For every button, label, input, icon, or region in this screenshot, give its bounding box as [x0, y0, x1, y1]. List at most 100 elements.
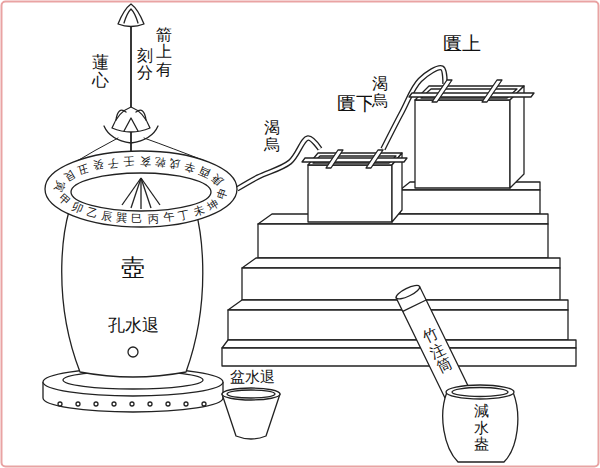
stand-hole [184, 402, 188, 406]
pointer-line [141, 178, 160, 205]
ring-char: 丑 [76, 162, 90, 176]
basin: 退水盆 [216, 366, 288, 444]
lotus-petal [116, 110, 126, 120]
tube-label: 渴烏 [372, 75, 388, 110]
outline-group [409, 80, 534, 188]
step-front [228, 310, 568, 340]
ring-char: 坤 [205, 197, 220, 212]
ring-char: 巽 [116, 212, 128, 224]
ring-char: 丙 [147, 213, 159, 225]
ring-char: 甲 [56, 193, 72, 209]
step-top [242, 258, 560, 268]
step-front [258, 224, 548, 258]
tank-name: 上匱 [443, 34, 481, 55]
ring-char: 壬 [123, 156, 135, 168]
part-label: 箭上有 [156, 26, 172, 79]
outline-group [222, 388, 280, 439]
ring-char: 寅 [52, 179, 66, 193]
cross-bar [326, 150, 343, 168]
part-label: 蓮心 [92, 54, 109, 91]
ring-outer [45, 151, 237, 227]
lotus-flower [112, 107, 150, 132]
ring-char: 巳 [132, 213, 143, 224]
node-outline [408, 84, 530, 190]
step-front [222, 348, 576, 366]
ring-char: 卯 [70, 201, 84, 215]
outline-group [443, 385, 518, 462]
part-name: 減水盎 [474, 403, 489, 453]
ring-char: 亥 [139, 155, 150, 166]
ring-char: 辰 [100, 210, 113, 223]
stand-hole [166, 402, 170, 406]
ring-char: 丁 [177, 208, 190, 221]
outline-group [45, 151, 237, 227]
pointer-line [141, 178, 151, 208]
tube-joint [403, 300, 426, 311]
tank-side [510, 86, 524, 188]
ring-char: 乙 [85, 207, 98, 220]
tank-name: 下匱 [337, 94, 375, 115]
upper-tank: 上匱 [408, 84, 530, 190]
drain-hole [128, 347, 138, 357]
ring-char: 癸 [92, 159, 105, 172]
part-name: 退水孔 [108, 317, 159, 336]
jar-rim [446, 385, 514, 399]
jar-opening [452, 388, 508, 397]
ring-char: 庚 [211, 172, 227, 188]
lotus-petal [124, 118, 138, 131]
ring-char: 子 [107, 157, 119, 169]
ring-char: 戌 [169, 157, 182, 170]
basin-rim [222, 388, 280, 400]
pointer-line [122, 178, 141, 205]
stand-hole [94, 402, 98, 406]
jar-body [443, 392, 518, 462]
stand-hole [112, 402, 116, 406]
ring-inner [71, 173, 211, 211]
cross-bar [409, 93, 534, 97]
stand-hole [130, 402, 134, 406]
jar: 減水盎 [440, 384, 522, 464]
outline-group [302, 150, 407, 222]
stand-hole [76, 402, 80, 406]
tank-side [392, 153, 402, 222]
stand-hole [148, 402, 152, 406]
part-name: 退水盆 [230, 369, 275, 386]
pedestal-front [400, 190, 540, 214]
rod [130, 24, 132, 152]
basin-body [222, 394, 280, 439]
ring-char: 申 [216, 187, 230, 201]
vessel-name: 壺 [121, 255, 145, 281]
ring-char: 乾 [154, 156, 166, 168]
basin-opening [227, 390, 275, 398]
tube-label: 渴烏 [264, 119, 280, 154]
cross-bar [302, 158, 407, 162]
ring-text: 寅甲卯乙辰巽巳丙午丁未坤申庚酉辛戌乾亥壬子癸丑艮 [45, 151, 237, 227]
ring-char: 酉 [198, 164, 212, 178]
tank-front [415, 100, 510, 188]
tank-front [308, 165, 392, 222]
ring-char: 艮 [62, 168, 77, 183]
stand-hole [202, 402, 206, 406]
arrow-rod [72, 4, 205, 164]
cross-bar [482, 80, 502, 102]
lower-tank: 下匱 [300, 149, 408, 223]
part-label: 刻分 [137, 47, 153, 82]
pointer-line [131, 178, 141, 208]
top-lotus-petal [124, 9, 138, 23]
ring-char: 午 [163, 211, 175, 223]
step-top [258, 214, 548, 224]
ring-char: 未 [192, 204, 206, 218]
pointer-line [140, 178, 141, 209]
ring-char: 辛 [184, 160, 197, 173]
tube-mouth [394, 283, 421, 302]
cross-bar [366, 150, 383, 168]
stand-hole [58, 402, 62, 406]
cross-bar [432, 80, 452, 102]
step-top [222, 340, 576, 348]
lotus-petal [136, 110, 146, 120]
node-outline [300, 149, 408, 223]
top-lotus [118, 4, 144, 27]
dial-ring: 寅甲卯乙辰巽巳丙午丁未坤申庚酉辛戌乾亥壬子癸丑艮 [45, 151, 237, 227]
